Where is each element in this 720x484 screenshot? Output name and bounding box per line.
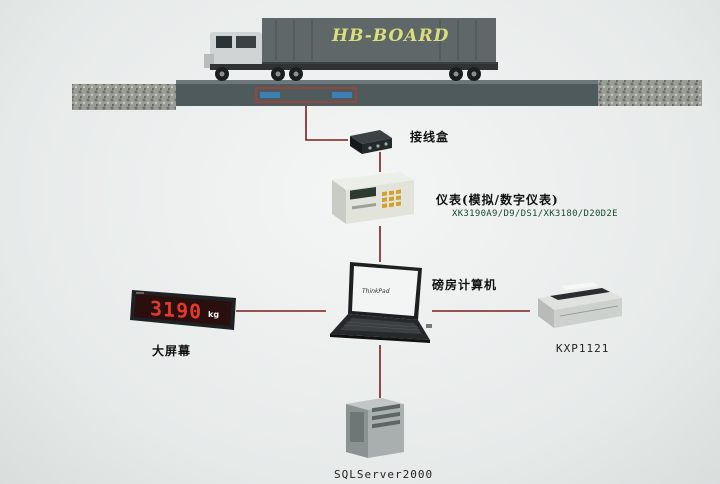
server-label: SQLServer2000 xyxy=(334,468,434,481)
indicator-models: XK3190A9/D9/DS1/XK3180/D20D2E xyxy=(452,209,618,219)
truck-trailer xyxy=(262,18,496,62)
scale-platform xyxy=(176,80,598,106)
line-platform-junction xyxy=(305,102,348,141)
load-cell xyxy=(255,87,357,103)
laptop-screen-brand: ThinkPad xyxy=(362,288,390,295)
display-label: 大屏幕 xyxy=(152,344,192,358)
laptop-icon xyxy=(330,262,432,343)
computer-label: 磅房计算机 xyxy=(432,278,498,292)
display-reading: 3190 xyxy=(150,296,203,324)
junction-box-label: 接线盒 xyxy=(410,130,450,144)
printer-icon xyxy=(538,282,622,328)
trailer-logo: HB-BOARD xyxy=(332,26,450,46)
indicator-label: 仪表(模拟/数字仪表) xyxy=(436,193,559,207)
weighing-indicator-icon xyxy=(332,172,414,224)
large-display-icon xyxy=(130,290,236,330)
server-icon xyxy=(346,398,404,458)
junction-box-icon xyxy=(350,130,392,154)
display-unit: kg xyxy=(208,310,220,319)
printer-label: KXP1121 xyxy=(556,342,610,355)
weighbridge xyxy=(72,18,702,110)
